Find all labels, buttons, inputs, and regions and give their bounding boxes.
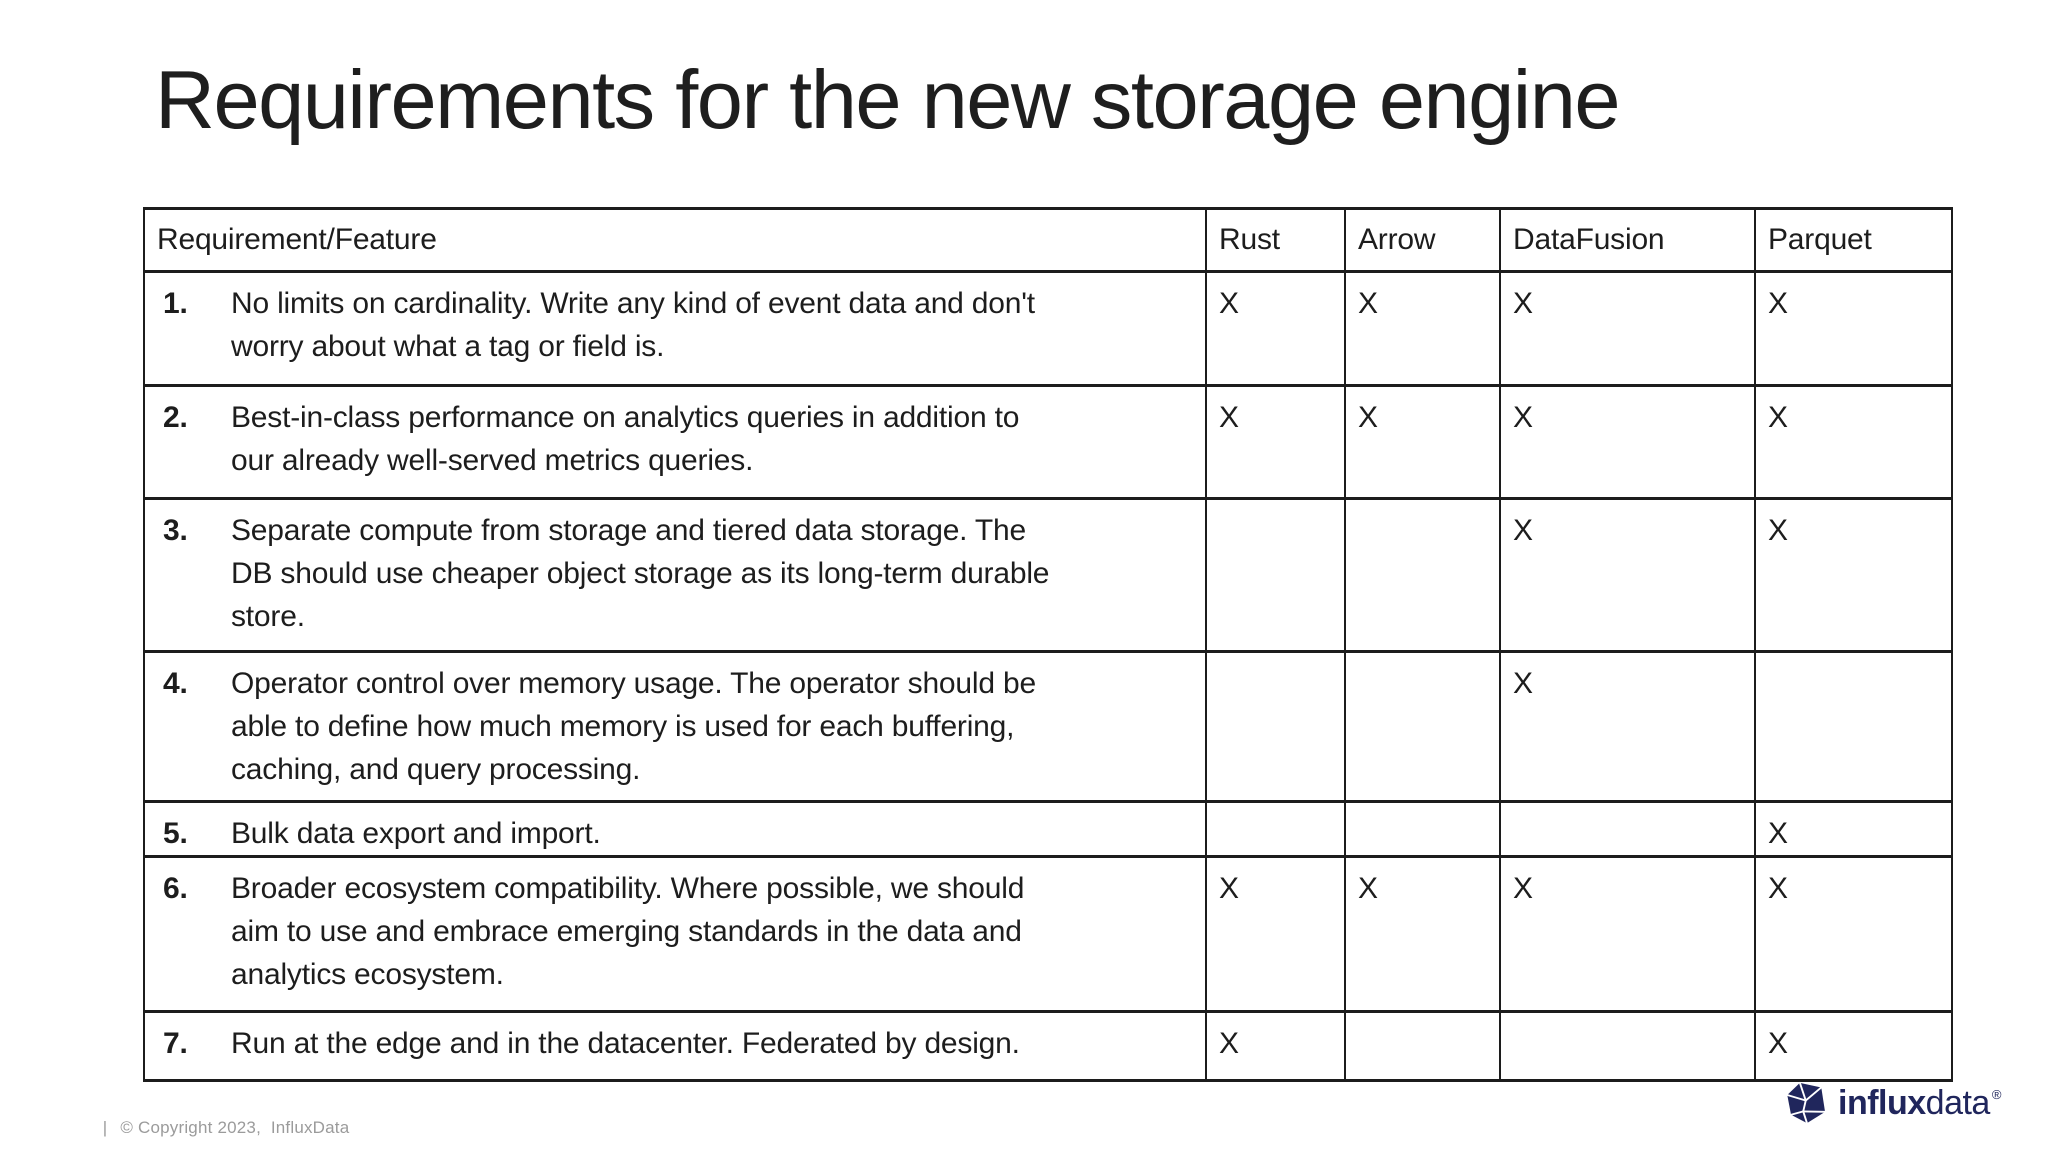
feature-text: Broader ecosystem compatibility. Where p… [231,872,1025,991]
mark-parquet: X [1754,497,1953,653]
mark-datafusion: X [1499,384,1756,500]
feature-text: Run at the edge and in the datacenter. F… [231,1027,1020,1060]
mark-parquet: X [1754,800,1953,858]
table-row: 4. Operator control over memory usage. T… [143,650,1953,803]
mark-datafusion [1499,1010,1756,1082]
mark-datafusion: X [1499,270,1756,387]
feature-text: Operator control over memory usage. The … [231,667,1036,786]
mark-arrow [1344,650,1501,803]
table-row: 5. Bulk data export and import. X [143,800,1953,858]
table-row: 1. No limits on cardinality. Write any k… [143,270,1953,387]
mark-parquet [1754,650,1953,803]
influxdata-logo: influxdata® [1786,1080,2001,1126]
mark-datafusion: X [1499,650,1756,803]
feature-cell: 6. Broader ecosystem compatibility. Wher… [143,855,1207,1013]
mark-rust: X [1205,855,1346,1013]
row-number: 4. [163,667,188,700]
mark-parquet: X [1754,855,1953,1013]
influxdata-cube-icon [1786,1081,1827,1125]
mark-arrow [1344,1010,1501,1082]
table-row: 2. Best-in-class performance on analytic… [143,384,1953,500]
feature-cell: 2. Best-in-class performance on analytic… [143,384,1207,500]
mark-rust: X [1205,1010,1346,1082]
feature-cell: 3. Separate compute from storage and tie… [143,497,1207,653]
column-header-arrow: Arrow [1344,207,1501,273]
row-number: 1. [163,287,188,320]
table-row: 7. Run at the edge and in the datacenter… [143,1010,1953,1082]
feature-cell: 1. No limits on cardinality. Write any k… [143,270,1207,387]
mark-datafusion [1499,800,1756,858]
table-row: 3. Separate compute from storage and tie… [143,497,1953,653]
mark-rust: X [1205,384,1346,500]
row-number: 3. [163,514,188,547]
mark-parquet: X [1754,384,1953,500]
mark-arrow [1344,497,1501,653]
mark-rust [1205,650,1346,803]
footer: | © Copyright 2023, InfluxData [83,1098,349,1158]
row-number: 7. [163,1027,188,1060]
slide-title: Requirements for the new storage engine [155,53,1621,146]
feature-text: Bulk data export and import. [231,817,601,850]
feature-text: Separate compute from storage and tiered… [231,514,1050,633]
mark-datafusion: X [1499,855,1756,1013]
feature-cell: 7. Run at the edge and in the datacenter… [143,1010,1207,1082]
mark-datafusion: X [1499,497,1756,653]
feature-cell: 5. Bulk data export and import. [143,800,1207,858]
mark-parquet: X [1754,270,1953,387]
mark-arrow: X [1344,855,1501,1013]
column-header-rust: Rust [1205,207,1346,273]
row-number: 2. [163,401,188,434]
column-header-parquet: Parquet [1754,207,1953,273]
footer-separator: | [102,1118,108,1137]
mark-rust [1205,497,1346,653]
mark-rust: X [1205,270,1346,387]
column-header-feature: Requirement/Feature [143,207,1207,273]
feature-text: Best-in-class performance on analytics q… [231,401,1020,477]
feature-text: No limits on cardinality. Write any kind… [231,287,1035,363]
mark-parquet: X [1754,1010,1953,1082]
brand-data: data [1925,1084,1991,1122]
mark-arrow [1344,800,1501,858]
brand-influx: influx [1838,1084,1926,1122]
registered-trademark-icon: ® [1991,1087,2002,1102]
copyright-text: © Copyright 2023, InfluxData [120,1118,350,1137]
influxdata-wordmark: influxdata® [1838,1086,2001,1120]
mark-rust [1205,800,1346,858]
mark-arrow: X [1344,270,1501,387]
table-row: 6. Broader ecosystem compatibility. Wher… [143,855,1953,1013]
table-header-row: Requirement/Feature Rust Arrow DataFusio… [143,207,1953,273]
feature-cell: 4. Operator control over memory usage. T… [143,650,1207,803]
mark-arrow: X [1344,384,1501,500]
requirements-table: Requirement/Feature Rust Arrow DataFusio… [143,207,1953,1082]
column-header-datafusion: DataFusion [1499,207,1756,273]
row-number: 6. [163,872,188,905]
row-number: 5. [163,817,188,850]
